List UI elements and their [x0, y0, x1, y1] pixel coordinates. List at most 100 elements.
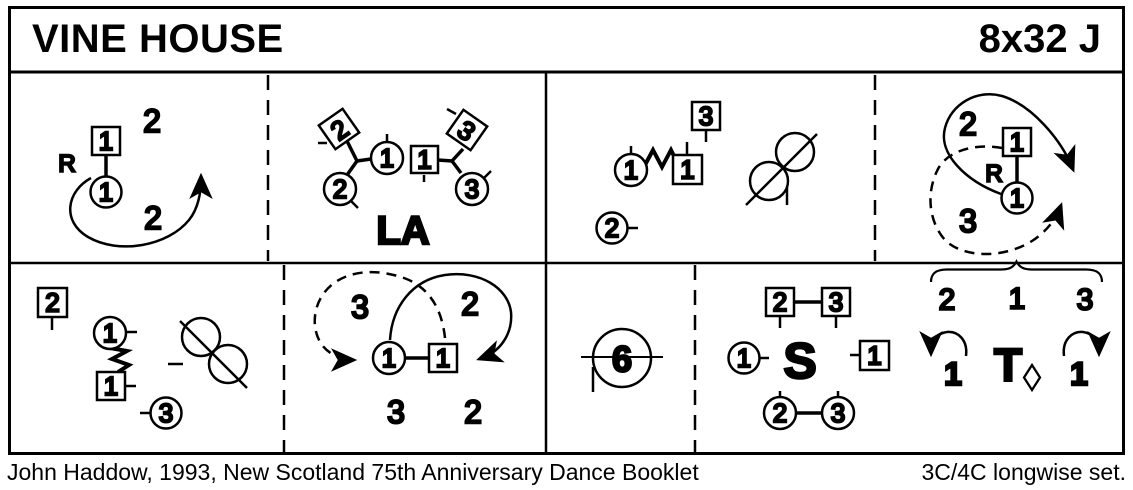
both-hands-diamond-icon: [1022, 362, 1042, 393]
panel-bars-9-12: 3 1 1 2: [595, 100, 818, 245]
token-number: 3: [159, 398, 173, 428]
lady2-token: 2: [595, 211, 629, 245]
man1-token: 1: [427, 342, 459, 374]
man2-token: 2: [764, 286, 796, 318]
figure8-loop: [180, 316, 222, 358]
token-number: 2: [605, 213, 619, 243]
token-number: 1: [867, 341, 881, 371]
lady1-token: 1: [1000, 181, 1034, 215]
dance-title: VINE HOUSE: [32, 16, 284, 61]
token-number: 1: [737, 343, 751, 373]
token-box: [317, 107, 361, 151]
turn-symbol-right: 1: [1062, 330, 1111, 393]
credit-line: John Haddow, 1993, New Scotland 75th Ann…: [7, 458, 699, 485]
token-box: [690, 100, 722, 132]
token-box: [1001, 126, 1033, 158]
token-circle: [727, 341, 761, 375]
circle-count: 6: [612, 339, 632, 380]
cast-arrow-solid: [942, 93, 1076, 196]
man1-token: 1: [1001, 126, 1033, 158]
token-number: 1: [1010, 183, 1024, 213]
token-circle: [1000, 181, 1034, 215]
lady3-token: 3: [820, 395, 856, 431]
panel-bars-17-20: 2 1 1 3: [36, 286, 249, 430]
token-number: 2: [773, 398, 787, 428]
corner3-top-label: 3: [351, 289, 369, 325]
man2-token: 2: [317, 107, 361, 151]
lady1-token: 1: [371, 340, 407, 376]
lady3-token: 3: [454, 171, 490, 207]
corner3-bottom-label: 3: [387, 394, 405, 430]
panel-bars-5-8: 2 2 1 1 3 3 LA: [317, 107, 492, 254]
token-number: 1: [1010, 127, 1024, 157]
token-number: 2: [333, 174, 347, 204]
panel-bars-29-32: 2 3 1 S 1 2 3: [727, 286, 1111, 431]
lady1-token: 1: [727, 341, 761, 375]
repeat-time-signature: 8x32 J: [978, 16, 1101, 61]
panel-bars-13-16: 2 3 R 1 1: [929, 93, 1076, 256]
cast-arrow-solid: [388, 272, 513, 363]
order-brace: [929, 259, 1104, 283]
facing-tick: [350, 200, 359, 209]
order-position-right: 3: [1077, 284, 1094, 317]
token-circle: [762, 395, 798, 431]
token-circle: [149, 396, 183, 430]
order-position-left: 2: [939, 284, 956, 317]
token-box: [764, 286, 796, 318]
set-zigzag: [107, 346, 134, 374]
figure-label-set: S: [783, 333, 816, 389]
token-box: [858, 339, 891, 372]
couple2-label: 2: [959, 106, 977, 142]
lady3-token: 3: [149, 396, 183, 430]
lady1-token: 1: [89, 175, 123, 209]
token-number: 1: [382, 343, 396, 373]
right-hand-label: R: [58, 151, 75, 178]
token-number: 1: [680, 155, 694, 185]
token-number: 1: [104, 371, 118, 401]
token-circle: [92, 315, 128, 351]
token-number: 3: [699, 101, 713, 131]
lady2-token: 2: [762, 395, 798, 431]
token-number: 1: [624, 155, 638, 185]
circle-six-symbol: 6: [581, 327, 663, 392]
figure8-axis: [745, 133, 818, 206]
title-bar: VINE HOUSE 8x32 J: [8, 6, 1125, 72]
token-number: 3: [831, 398, 845, 428]
token-number: 1: [380, 143, 394, 173]
facing-tick: [483, 170, 492, 179]
token-box: [36, 286, 69, 319]
panel-bars-25-28: 6: [581, 327, 663, 392]
corner2-bottom-label: 2: [464, 394, 482, 430]
figure8-axis: [179, 320, 248, 389]
token-box: [95, 370, 127, 402]
token-circle: [595, 211, 629, 245]
man1-token: 1: [671, 153, 704, 186]
token-number: 1: [417, 145, 431, 175]
man3-token: 3: [690, 100, 722, 132]
token-circle: [371, 340, 407, 376]
lady1-token: 1: [369, 140, 405, 176]
progression-order: 2 1 3: [929, 259, 1104, 318]
man1-token: 1: [858, 339, 891, 372]
arm-line: [356, 157, 372, 163]
couple2-bottom-label: 2: [144, 200, 162, 236]
turn-count: 1: [944, 356, 962, 392]
token-circle: [454, 171, 490, 207]
lady1-token: 1: [92, 315, 128, 351]
man1-token: 1: [90, 125, 122, 157]
order-position-middle: 1: [1009, 283, 1026, 316]
figure-label-turn: T: [994, 339, 1022, 391]
panel-bars-1-4: 2 R 2 1 1: [57, 102, 213, 248]
token-number: 2: [45, 288, 59, 318]
figure-label-allemande-left: LA: [376, 209, 429, 253]
man1-token: 1: [95, 370, 127, 402]
corner2-top-label: 2: [461, 286, 479, 322]
figure8-loop: [207, 343, 249, 385]
token-circle: [369, 140, 405, 176]
arm-line: [437, 158, 453, 163]
token-box: [90, 125, 122, 157]
lady1-token: 1: [613, 152, 649, 188]
cast-arrow-dashed: [929, 145, 1065, 256]
